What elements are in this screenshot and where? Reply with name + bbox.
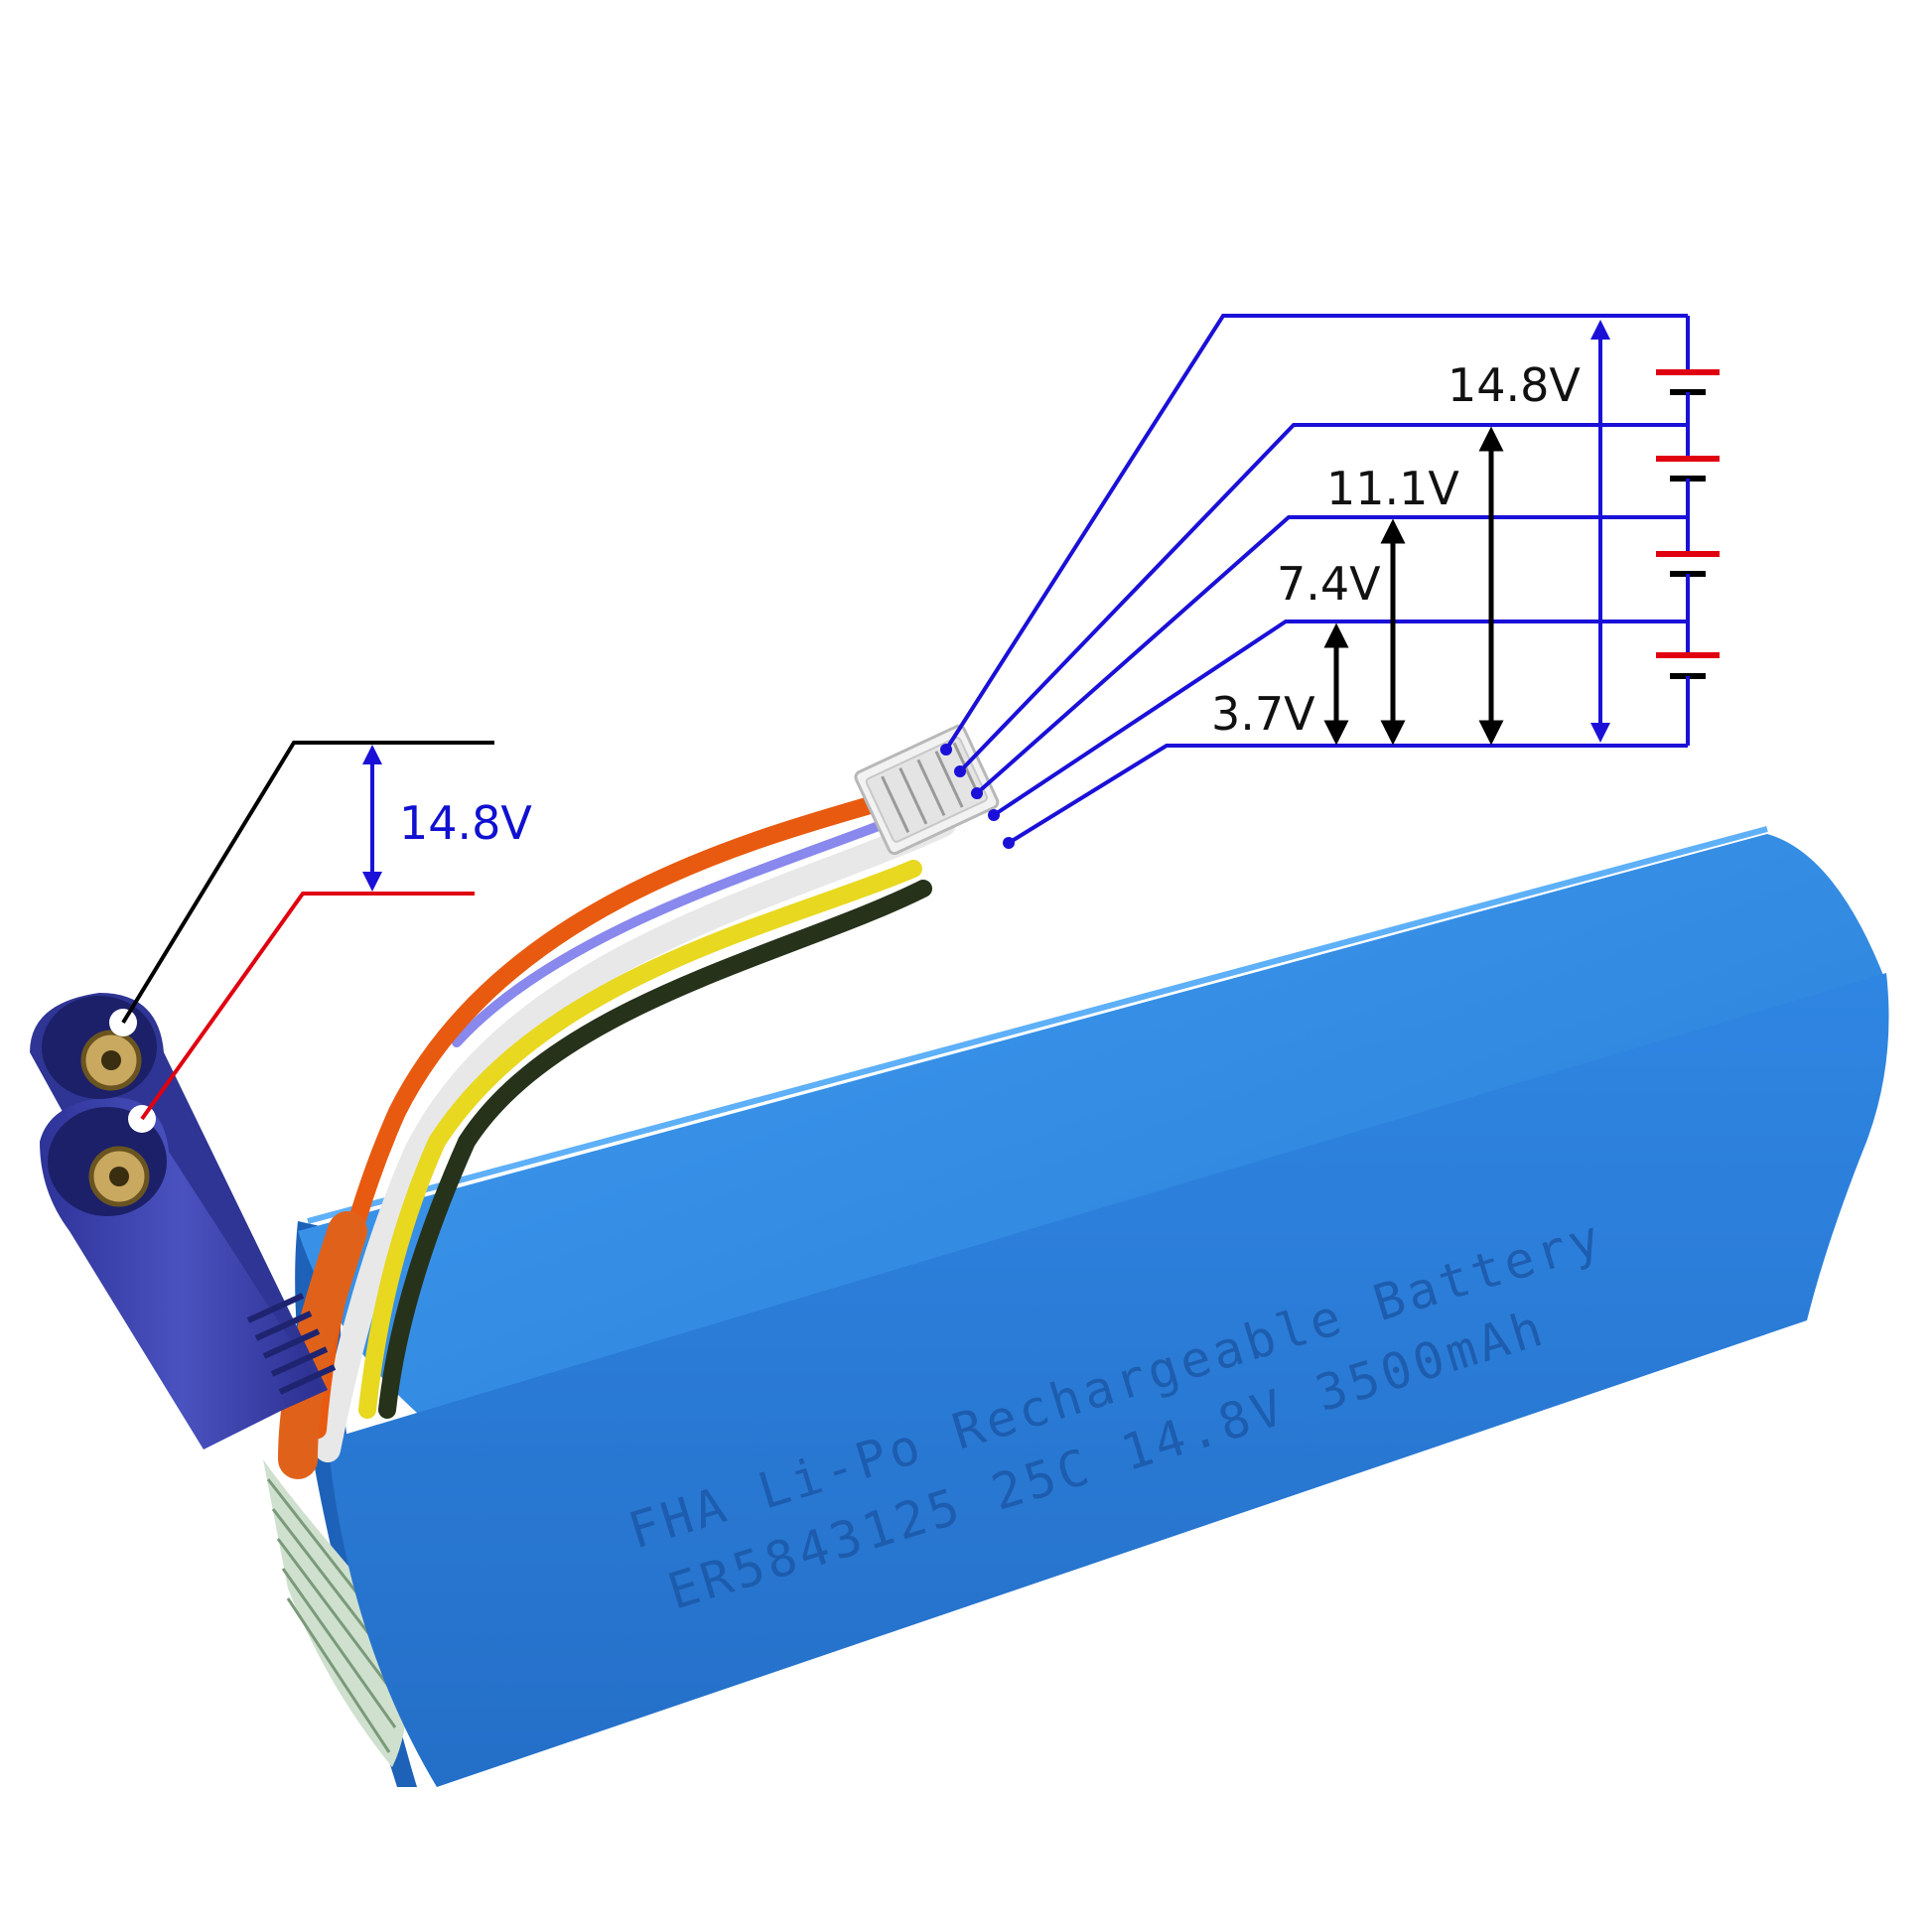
connector-grip-ridges (246, 1293, 337, 1395)
tap-line-2 (958, 423, 1688, 773)
voltage-label-14-8: 14.8V (1448, 358, 1581, 412)
tap-dot-5 (1003, 837, 1015, 849)
balance-tap-schematic: 14.8V 11.1V 7.4V 3.7V (940, 314, 1720, 849)
tap-dot-1 (940, 744, 952, 756)
balance-wire-yellow (358, 860, 922, 1419)
tap-line-1 (944, 314, 1688, 752)
positive-lead-line (140, 892, 475, 1121)
negative-lead-line (121, 741, 494, 1025)
balance-wire-blue (452, 819, 889, 1047)
balance-lead (278, 795, 956, 1479)
tap-line-5 (1007, 744, 1688, 845)
main-pack-voltage-label: 14.8V (399, 796, 532, 850)
voltage-label-3-7: 3.7V (1211, 687, 1315, 741)
battery-top-edge (307, 826, 1768, 1224)
tap-dot-4 (988, 809, 1000, 821)
voltage-label-11-1: 11.1V (1326, 462, 1459, 515)
cell-stack (1656, 316, 1720, 746)
voltage-label-7-4: 7.4V (1277, 557, 1381, 611)
battery-pack: FHA Li-Po Rechargeable Battery ER5843125… (263, 826, 1889, 1787)
tap-dot-2 (954, 765, 966, 777)
tap-line-3 (975, 515, 1688, 795)
balance-connector (854, 724, 1000, 856)
tap-dot-3 (971, 787, 983, 799)
balance-wire-dark (378, 880, 932, 1419)
main-lead-orange (278, 1211, 367, 1479)
main-power-connector (30, 993, 337, 1449)
battery-top-face (298, 834, 1886, 1430)
main-pack-voltage-callout: 14.8V (121, 741, 532, 1121)
tap-line-4 (992, 620, 1688, 817)
balance-wire-white (315, 811, 956, 1462)
battery-front-face (328, 973, 1889, 1787)
